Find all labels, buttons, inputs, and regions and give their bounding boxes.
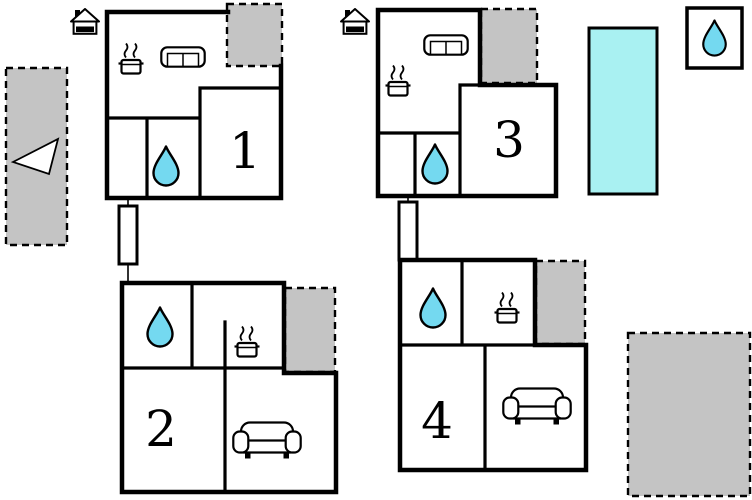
apartment-1-inner-walls	[105, 86, 283, 200]
water-drop-icon	[421, 143, 449, 185]
stove-pot-icon	[494, 291, 520, 324]
door-stairs-marker-left	[117, 198, 139, 283]
room-number-4: 4	[421, 392, 453, 450]
stove-pot-icon	[234, 325, 260, 358]
apartment-4-inner-walls	[398, 258, 537, 472]
terrace-apartment-1	[225, 2, 284, 68]
triangle-icon	[10, 137, 60, 176]
sofa-top-icon	[160, 46, 206, 68]
apartment-4-outer-walls	[397, 257, 589, 473]
stove-pot-icon	[118, 42, 144, 75]
door-marker	[117, 204, 139, 266]
sofa-front-icon	[232, 421, 302, 460]
apartment-3-outer-walls	[375, 7, 559, 199]
apartment-2: 2	[119, 280, 339, 495]
terrace-apartment-2	[283, 286, 337, 374]
terrace-left	[4, 66, 69, 247]
water-drop-icon	[152, 145, 180, 187]
room-number-2: 2	[145, 400, 177, 458]
house-icon	[340, 8, 370, 35]
house-icon	[70, 8, 100, 35]
terrace-apartment-4	[534, 259, 587, 346]
stove-pot-icon	[385, 64, 411, 97]
apartment-2-outer-walls	[119, 280, 339, 495]
pool-symbol-box	[685, 6, 744, 70]
sofa-front-icon	[502, 387, 572, 426]
apartment-4: 4	[397, 257, 589, 473]
terrace-apartment-3	[479, 7, 539, 85]
sofa-top-icon	[423, 34, 469, 56]
terrace-bottom-right-area	[626, 331, 752, 498]
apartment-2-inner-walls	[120, 281, 286, 494]
water-drop-icon	[146, 306, 174, 348]
room-number-1: 1	[229, 122, 261, 180]
apartment-3: 3	[375, 7, 559, 199]
apartment-1: 1	[104, 2, 284, 201]
room-number-3: 3	[493, 111, 525, 169]
door-marker	[397, 200, 419, 262]
apartment-1-outer-walls	[104, 9, 284, 201]
apartment-3-inner-walls	[376, 83, 484, 198]
door-stairs-marker-right	[397, 196, 419, 262]
water-drop-icon	[419, 287, 447, 329]
swimming-pool	[587, 26, 659, 196]
